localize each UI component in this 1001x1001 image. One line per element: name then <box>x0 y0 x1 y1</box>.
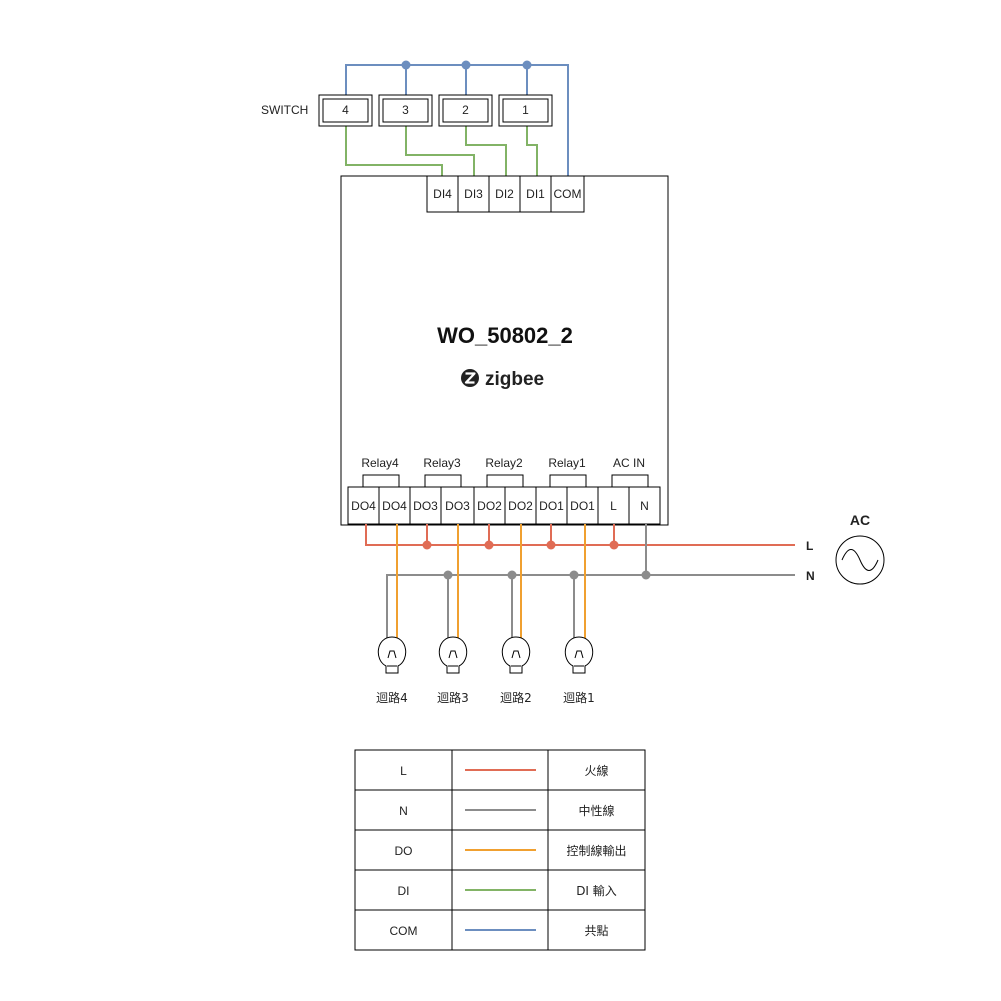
terminal-di2: DI2 <box>495 187 514 201</box>
terminal-n: N <box>640 499 649 513</box>
terminal-di4: DI4 <box>433 187 452 201</box>
ac-source: AC <box>835 512 885 585</box>
neutral-wiring <box>386 524 795 640</box>
terminal-do3b: DO3 <box>445 499 470 513</box>
terminal-com: COM <box>554 187 582 201</box>
zigbee-logo: zigbee <box>461 369 544 390</box>
legend-table: L 火線 N 中性線 DO 控制線輸出 DI DI 輸入 COM 共點 <box>354 749 646 951</box>
legend-meaning: 共點 <box>584 924 608 938</box>
load-label-3: 迴路3 <box>437 690 469 705</box>
terminal-do1a: DO1 <box>539 499 564 513</box>
di-wiring <box>345 126 538 176</box>
line-n-label: N <box>806 569 815 583</box>
line-l-label: L <box>806 539 813 553</box>
legend-row: COM 共點 <box>390 924 609 938</box>
terminal-di1: DI1 <box>526 187 545 201</box>
switch-key-label: 4 <box>342 103 349 117</box>
legend-meaning: 控制線輸出 <box>566 843 626 858</box>
relay4-label: Relay4 <box>361 456 399 470</box>
switch-key-label: 2 <box>462 103 469 117</box>
load-label-4: 迴路4 <box>376 690 408 705</box>
legend-code: L <box>400 764 407 778</box>
legend-code: DI <box>398 884 410 898</box>
brand-label: zigbee <box>485 369 544 390</box>
live-junctions <box>422 540 619 550</box>
bulb-icon <box>564 636 594 674</box>
terminal-do4a: DO4 <box>351 499 376 513</box>
legend-code: DO <box>395 844 413 858</box>
bulb-icon <box>438 636 468 674</box>
switch-key-2[interactable]: 2 <box>438 94 493 127</box>
terminal-do2b: DO2 <box>508 499 533 513</box>
terminal-do2a: DO2 <box>477 499 502 513</box>
ac-source-label: AC <box>850 512 870 528</box>
terminal-do1b: DO1 <box>570 499 595 513</box>
legend-row: N 中性線 <box>399 803 614 818</box>
com-wiring <box>345 64 569 176</box>
relay3-label: Relay3 <box>423 456 461 470</box>
legend-code: COM <box>390 924 418 938</box>
legend-row: DO 控制線輸出 <box>395 843 627 858</box>
legend-row: L 火線 <box>400 763 608 778</box>
switch-key-1[interactable]: 1 <box>498 94 553 127</box>
bulb-icon <box>377 636 407 674</box>
relay1-label: Relay1 <box>548 456 586 470</box>
terminal-l: L <box>610 499 617 513</box>
terminal-di3: DI3 <box>464 187 483 201</box>
switch-key-label: 1 <box>522 103 529 117</box>
live-wiring <box>365 524 795 546</box>
switch-key-3[interactable]: 3 <box>378 94 433 127</box>
switch-key-4[interactable]: 4 <box>318 94 373 127</box>
device-model-title: WO_50802_2 <box>437 323 573 348</box>
legend-row: DI DI 輸入 <box>398 883 617 898</box>
device-body <box>340 175 669 526</box>
switch-keys: 4 3 2 1 <box>318 94 553 127</box>
bulb-icon <box>501 636 531 674</box>
do-terminal-block: DO4 DO4 DO3 DO3 DO2 DO2 DO1 DO1 L N <box>347 486 661 525</box>
terminal-do3a: DO3 <box>413 499 438 513</box>
ac-in-label: AC IN <box>613 456 645 470</box>
legend-meaning: 中性線 <box>578 803 614 818</box>
switch-key-label: 3 <box>402 103 409 117</box>
load-bulbs: 迴路4 迴路3 迴路2 迴路1 <box>376 636 595 705</box>
di-terminal-block: DI4 DI3 DI2 DI1 COM <box>426 175 585 213</box>
do-wiring <box>396 524 586 640</box>
legend-code: N <box>399 804 408 818</box>
load-label-2: 迴路2 <box>500 690 532 705</box>
legend-meaning: 火線 <box>584 763 608 778</box>
relay2-label: Relay2 <box>485 456 523 470</box>
com-junctions <box>401 60 532 70</box>
load-label-1: 迴路1 <box>563 690 595 705</box>
terminal-do4b: DO4 <box>382 499 407 513</box>
neutral-junctions <box>443 570 651 580</box>
relay-labels: Relay4 Relay3 Relay2 Relay1 AC IN <box>361 456 649 488</box>
legend-meaning: DI 輸入 <box>576 883 617 898</box>
switch-label: SWITCH <box>261 103 308 117</box>
